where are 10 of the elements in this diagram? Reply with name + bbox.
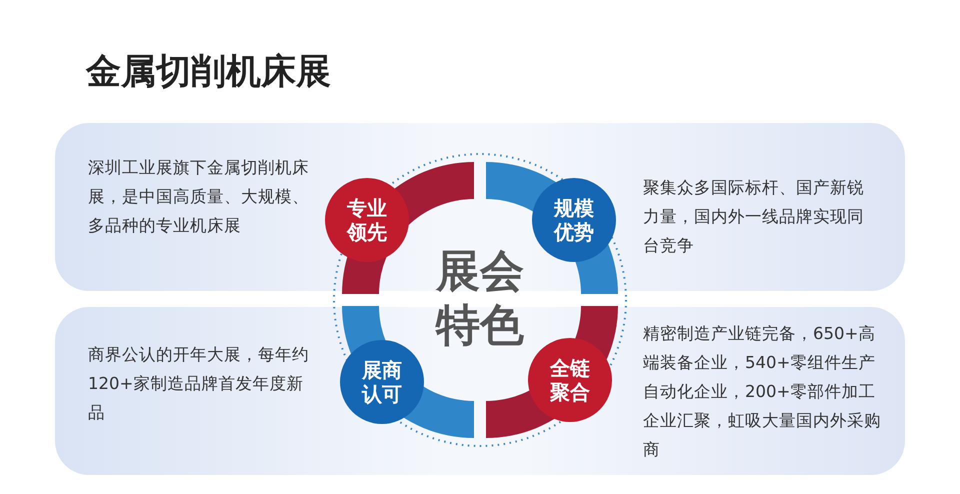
feature-circle: 展商认可 — [340, 340, 424, 424]
feature-circle: 规模优势 — [532, 178, 616, 262]
description-text: 深圳工业展旗下金属切削机床展，是中国高质量、大规模、多品种的专业机床展 — [88, 157, 310, 237]
feature-circle: 专业领先 — [325, 178, 409, 262]
title: 金属切削机床展 — [86, 51, 331, 94]
description-text: 聚集众多国际标杆、国产新锐力量，国内外一线品牌实现同台竞争 — [643, 177, 865, 257]
description-text: 精密制造产业链完备，650+高端装备企业，540+零组件生产自动化企业，200+零部件加工企业汇聚，虹吸大量国内外采购商 — [643, 323, 882, 461]
feature-circle: 全链聚合 — [528, 338, 612, 422]
description-text: 商界公认的开年大展，每年约120+家制造品牌首发年度新品 — [88, 344, 310, 424]
text-band — [55, 123, 905, 291]
